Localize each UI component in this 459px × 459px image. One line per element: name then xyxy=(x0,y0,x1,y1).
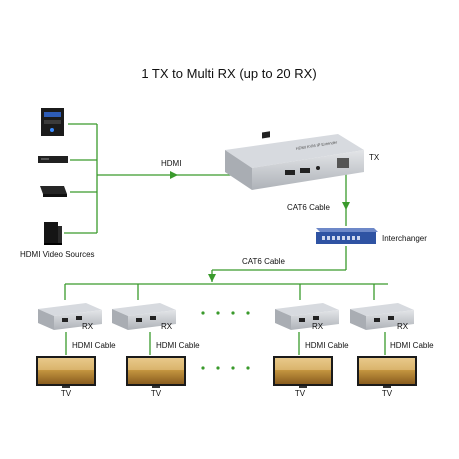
sources-label: HDMI Video Sources xyxy=(20,250,95,259)
hdmi-arrow-icon xyxy=(170,171,178,179)
rx-label: RX xyxy=(82,322,94,331)
tv-icon xyxy=(357,356,417,388)
hdmi-cable-label: HDMI Cable xyxy=(156,341,200,350)
hdmi-cable-label: HDMI Cable xyxy=(72,341,116,350)
tv-label: TV xyxy=(151,389,162,398)
tv-icon xyxy=(126,356,186,388)
hdmi-cable-label: HDMI Cable xyxy=(305,341,349,350)
rx-label: RX xyxy=(161,322,173,331)
tv-icon xyxy=(273,356,333,388)
rx-label: RX xyxy=(397,322,409,331)
tx-label: TX xyxy=(369,153,380,162)
game-console-icon xyxy=(44,222,62,245)
set-top-box-icon xyxy=(40,186,67,197)
tv-label: TV xyxy=(295,389,306,398)
rx-label: RX xyxy=(312,322,324,331)
tv-label: TV xyxy=(382,389,393,398)
tv-label: TV xyxy=(61,389,72,398)
cat6-bottom-label: CAT6 Cable xyxy=(242,257,286,266)
hdmi-label: HDMI xyxy=(161,159,181,168)
bluray-player-icon xyxy=(38,156,68,163)
interchanger-label: Interchanger xyxy=(382,234,427,243)
tx-transmitter: HDMI KVM IP Extender xyxy=(225,131,364,190)
network-switch xyxy=(316,228,378,244)
pc-tower-icon xyxy=(41,108,64,136)
bus-arrow-icon xyxy=(208,274,216,282)
cat6-top-label: CAT6 Cable xyxy=(287,203,331,212)
diagram-title: 1 TX to Multi RX (up to 20 RX) xyxy=(141,66,316,81)
cat6-arrow-icon xyxy=(342,202,350,210)
more-receivers-dots xyxy=(201,311,249,369)
hdmi-cable-label: HDMI Cable xyxy=(390,341,434,350)
tv-icon xyxy=(36,356,96,388)
rx-unit-3 xyxy=(275,303,339,330)
